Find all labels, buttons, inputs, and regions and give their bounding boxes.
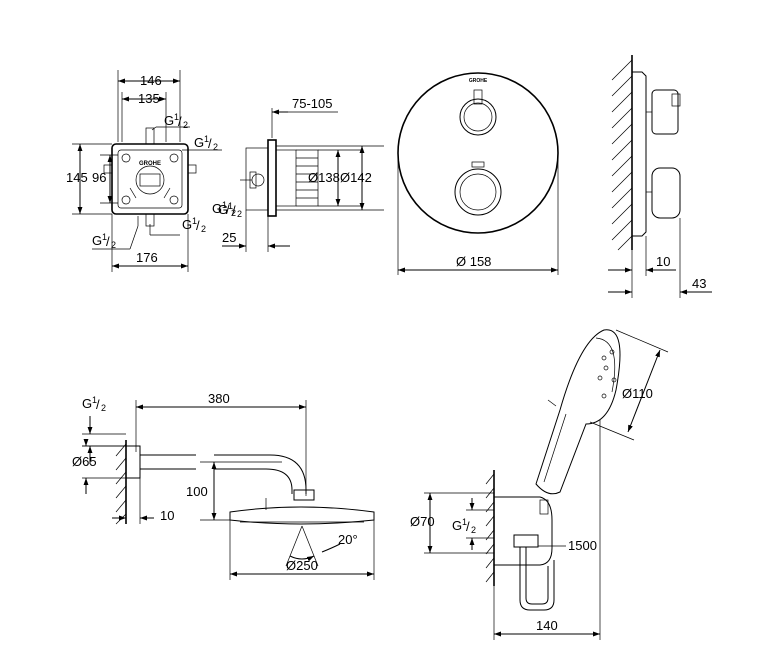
dim-dia-158: Ø 158	[456, 254, 491, 269]
dim-380: 380	[208, 391, 230, 406]
label-g-half-bottom: G 1 / 2	[92, 216, 139, 250]
dim-75-105: 75-105	[292, 96, 332, 111]
svg-text:2: 2	[183, 120, 188, 130]
svg-text:1: 1	[192, 216, 197, 226]
svg-text:G: G	[212, 201, 222, 216]
svg-text:1: 1	[228, 201, 233, 211]
dim-145: 145	[66, 170, 88, 185]
dim-tilt: 20°	[338, 532, 358, 547]
svg-text:2: 2	[111, 240, 116, 250]
hand-shower	[535, 329, 621, 495]
rain-shower-head	[229, 506, 375, 525]
dim-dia-250: Ø250	[286, 558, 318, 573]
dim-43: 43	[692, 276, 706, 291]
flow-handle	[459, 98, 497, 136]
side-flow-handle	[651, 89, 679, 135]
concealed-box	[111, 143, 189, 215]
svg-text:1: 1	[102, 232, 107, 242]
svg-text:2: 2	[213, 142, 218, 152]
svg-text:2: 2	[237, 209, 242, 219]
svg-text:/: /	[106, 234, 110, 249]
label-g-half-bottom-right: G 1 / 2	[149, 216, 206, 236]
dim-176: 176	[136, 250, 158, 265]
thermostat-front-view: GROHE Ø 158	[397, 72, 559, 275]
plate-logo: GROHE	[469, 78, 488, 84]
svg-text:1: 1	[174, 112, 179, 122]
dim-10-top: 10	[656, 254, 670, 269]
svg-text:1: 1	[204, 134, 209, 144]
dim-dia-70: Ø70	[410, 514, 435, 529]
svg-text:1: 1	[92, 395, 97, 405]
dim-dia-138: Ø138	[308, 170, 340, 185]
dim-135: 135	[138, 91, 160, 106]
svg-text:/: /	[196, 218, 200, 233]
svg-text:/: /	[208, 136, 212, 151]
thermostat-plate	[397, 72, 559, 234]
dim-96: 96	[92, 170, 106, 185]
label-g-half-top: G 1 / 2	[151, 112, 190, 131]
dim-100: 100	[186, 484, 208, 499]
label-g-side: G	[218, 202, 228, 217]
label-g-arm: G	[82, 396, 92, 411]
wall-flange	[125, 445, 141, 479]
label-g-hand: G	[452, 518, 462, 533]
box-front-view: 146 135 GROHE G 1 / 2 G 1	[66, 70, 236, 272]
dim-dia-65: Ø65	[72, 454, 97, 469]
label-g-half-right-bottom: G 1 / 2	[212, 200, 236, 218]
wall-holder	[494, 496, 553, 566]
side-temp-handle	[651, 167, 681, 219]
shower-arm-view: 380 G 1 / 2 Ø65 100 1	[72, 391, 375, 580]
svg-text:/: /	[178, 114, 182, 129]
hand-shower-view: Ø110 Ø70 G 1 / 2 1500 140	[410, 329, 669, 640]
svg-text:/: /	[232, 203, 236, 218]
dim-dia-110: Ø110	[622, 386, 653, 401]
svg-text:2: 2	[201, 224, 206, 234]
dim-140: 140	[536, 618, 558, 633]
box-side-view: 75-105 G 1 / 2 Ø138 Ø142 25	[218, 96, 384, 252]
dim-dia-142: Ø142	[340, 170, 372, 185]
dim-146: 146	[140, 73, 162, 88]
svg-text:2: 2	[231, 208, 236, 218]
box-logo: GROHE	[139, 161, 161, 167]
svg-text:G: G	[182, 217, 192, 232]
dim-1500: 1500	[568, 538, 597, 553]
svg-text:G: G	[164, 113, 174, 128]
svg-text:G: G	[194, 135, 204, 150]
temperature-handle	[454, 168, 502, 216]
svg-text:2: 2	[471, 525, 476, 535]
svg-text:/: /	[466, 519, 470, 534]
svg-text:1: 1	[462, 517, 467, 527]
svg-text:1: 1	[222, 200, 227, 210]
svg-text:/: /	[96, 397, 100, 412]
label-g-half-right-top: G 1 / 2	[182, 134, 222, 152]
dim-10-arm: 10	[160, 508, 174, 523]
svg-text:G: G	[92, 233, 102, 248]
svg-text:2: 2	[101, 403, 106, 413]
svg-text:/: /	[226, 202, 230, 217]
thermostat-side-view: 10 43	[608, 55, 712, 298]
dim-25: 25	[222, 230, 236, 245]
